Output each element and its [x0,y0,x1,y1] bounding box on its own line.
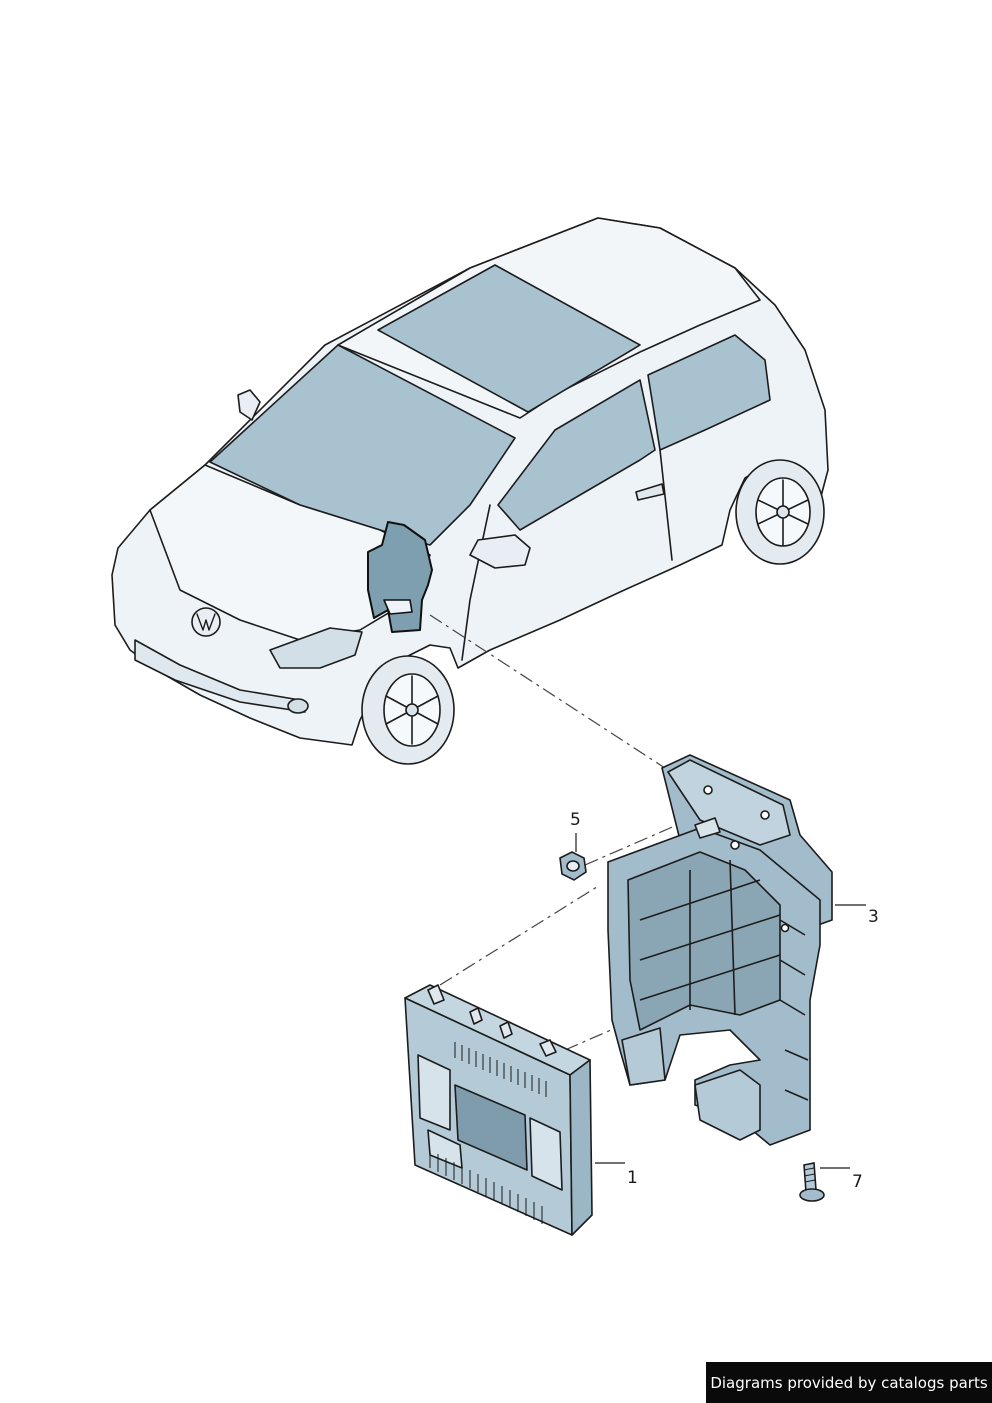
bolt-shaft [803,1162,817,1193]
car-illustration [111,217,829,765]
sunroof-glass [377,264,641,413]
module-vents [454,1042,547,1097]
bracket-hole [780,923,790,933]
door-handle [635,483,665,501]
callout-part-7: 7 [852,1172,863,1192]
nut-hole [566,860,580,872]
module-top-tabs [427,984,557,1057]
door-line [461,449,673,661]
module-vents [429,1150,543,1224]
control-module [404,984,593,1236]
bracket-upper-face [667,759,791,846]
bracket-hole [760,810,770,820]
module-side-face [569,1059,593,1236]
antenna [237,389,261,421]
bracket-hole [730,840,740,850]
bolt-threads [803,1167,816,1183]
module-location-highlight [367,521,433,633]
callout-lines [575,833,866,1169]
side-mirror [469,534,531,569]
module-connector [417,1054,451,1131]
module-connector [529,1117,563,1191]
front-side-window [497,379,656,531]
module-location-notch [383,599,413,615]
leader-nut-to-bracket [584,814,701,866]
mounting-bracket [607,754,833,1146]
bolt-head [799,1188,825,1202]
front-wheel [361,655,455,765]
grille [134,639,306,713]
callout-part-3: 3 [868,907,879,927]
callout-part-1: 1 [627,1168,638,1188]
vw-logo-mark [196,613,216,631]
leader-car-to-bracket [429,614,669,771]
bracket-hole [703,785,713,795]
bracket-inner-recess [627,851,781,1031]
callout-part-5: 5 [570,810,581,830]
nut [559,851,587,881]
bracket-clip [694,817,721,839]
leader-bracket-to-module-1 [439,884,601,986]
bracket-foot [694,1069,761,1141]
bracket-left-tab [621,1027,666,1086]
module-center-panel [454,1084,528,1171]
bracket-ribs [639,859,809,1101]
fog-light [287,698,309,714]
credit-banner: Diagrams provided by catalogs parts [706,1362,992,1403]
bolt [799,1162,825,1202]
headlight [269,627,363,669]
rear-wheel [735,459,825,565]
